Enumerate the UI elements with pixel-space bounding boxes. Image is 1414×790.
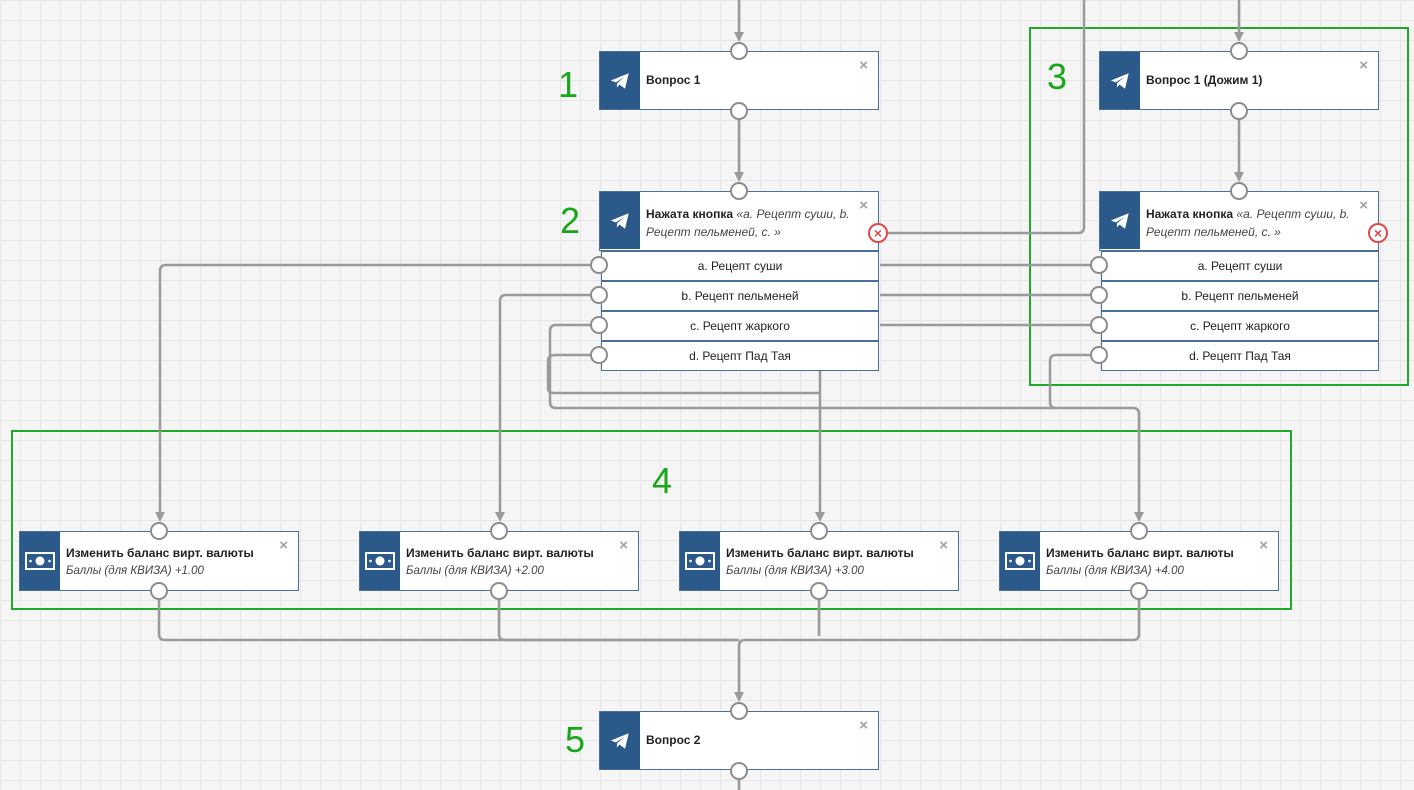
- node-title: Изменить баланс вирт. валюты: [726, 546, 914, 560]
- money-icon: [20, 532, 60, 590]
- close-icon[interactable]: ×: [939, 537, 948, 554]
- input-port[interactable]: [810, 522, 828, 540]
- node-description: Баллы (для КВИЗА) +4.00: [1046, 565, 1184, 577]
- node-title: Изменить баланс вирт. валюты: [66, 546, 254, 560]
- node-title: Изменить баланс вирт. валюты: [1046, 546, 1234, 560]
- output-port[interactable]: [730, 762, 748, 780]
- wire-option-c: [548, 323, 1144, 522]
- input-port[interactable]: [150, 522, 168, 540]
- output-port[interactable]: [730, 102, 748, 120]
- group-number-1: 1: [558, 64, 579, 105]
- button-pressed-followup-node[interactable]: Нажата кнопка «a. Рецепт суши, b. Рецепт…: [1099, 191, 1379, 251]
- close-icon[interactable]: ×: [1359, 197, 1368, 214]
- question-1-followup-node[interactable]: Вопрос 1 (Дожим 1) ×: [1099, 51, 1379, 110]
- group-number-4: 4: [652, 460, 673, 501]
- node-title: Вопрос 1 (Дожим 1): [1146, 73, 1263, 87]
- telegram-icon: [1100, 192, 1140, 249]
- followup-option-c-row[interactable]: c. Рецепт жаркого: [1101, 311, 1379, 341]
- option-a-row[interactable]: a. Рецепт суши: [601, 251, 879, 281]
- node-description: «a. Рецепт суши, b. Рецепт пельменей, c.…: [1146, 207, 1350, 239]
- money-icon: [360, 532, 400, 590]
- followup-option-b-row[interactable]: b. Рецепт пельменей: [1101, 281, 1379, 311]
- node-description: Баллы (для КВИЗА) +3.00: [726, 565, 864, 577]
- option-a-port[interactable]: [1090, 256, 1108, 274]
- close-icon[interactable]: ×: [859, 717, 868, 734]
- option-b-row[interactable]: b. Рецепт пельменей: [601, 281, 879, 311]
- option-c-port[interactable]: [1090, 316, 1108, 334]
- option-d-port[interactable]: [590, 346, 608, 364]
- node-description: Баллы (для КВИЗА) +1.00: [66, 565, 204, 577]
- wire-option-b: [495, 293, 598, 522]
- question-1-node[interactable]: Вопрос 1 ×: [599, 51, 879, 110]
- wire-option-a: [155, 263, 598, 522]
- input-port[interactable]: [730, 182, 748, 200]
- node-title: Вопрос 2: [646, 733, 701, 747]
- group-frame-3: [1029, 27, 1409, 386]
- close-icon[interactable]: ×: [859, 197, 868, 214]
- node-description: Баллы (для КВИЗА) +2.00: [406, 565, 544, 577]
- close-icon[interactable]: ×: [1359, 57, 1368, 74]
- option-c-row[interactable]: c. Рецепт жаркого: [601, 311, 879, 341]
- option-b-port[interactable]: [1090, 286, 1108, 304]
- group-number-3: 3: [1047, 56, 1068, 97]
- option-c-port[interactable]: [590, 316, 608, 334]
- node-title: Вопрос 1: [646, 73, 701, 87]
- money-icon: [680, 532, 720, 590]
- close-icon[interactable]: ×: [859, 57, 868, 74]
- money-icon: [1000, 532, 1040, 590]
- telegram-icon: [1100, 52, 1140, 109]
- output-port[interactable]: [150, 582, 168, 600]
- node-description: «a. Рецепт суши, b. Рецепт пельменей, c.…: [646, 207, 850, 239]
- input-port[interactable]: [1230, 42, 1248, 60]
- close-icon[interactable]: ×: [1259, 537, 1268, 554]
- option-d-port[interactable]: [1090, 346, 1108, 364]
- output-port[interactable]: [490, 582, 508, 600]
- close-icon[interactable]: ×: [279, 537, 288, 554]
- option-a-port[interactable]: [590, 256, 608, 274]
- followup-option-a-row[interactable]: a. Рецепт суши: [1101, 251, 1379, 281]
- input-port[interactable]: [1130, 522, 1148, 540]
- close-icon[interactable]: ×: [619, 537, 628, 554]
- button-pressed-node[interactable]: Нажата кнопка «a. Рецепт суши, b. Рецепт…: [599, 191, 879, 251]
- group-number-2: 2: [560, 200, 581, 241]
- option-d-row[interactable]: d. Рецепт Пад Тая: [601, 341, 879, 371]
- node-title: Нажата кнопка: [1146, 207, 1234, 221]
- node-title: Нажата кнопка: [646, 207, 734, 221]
- output-port[interactable]: [1130, 582, 1148, 600]
- wire-balance-2-out: [497, 600, 739, 642]
- telegram-icon: [600, 52, 640, 109]
- telegram-icon: [600, 192, 640, 249]
- option-b-port[interactable]: [590, 286, 608, 304]
- input-port[interactable]: [730, 702, 748, 720]
- error-port-icon[interactable]: ×: [868, 223, 888, 243]
- input-port[interactable]: [730, 42, 748, 60]
- input-port[interactable]: [490, 522, 508, 540]
- output-port[interactable]: [810, 582, 828, 600]
- wire-followup-option-d: [1048, 353, 1098, 410]
- followup-option-d-row[interactable]: d. Рецепт Пад Тая: [1101, 341, 1379, 371]
- input-port[interactable]: [1230, 182, 1248, 200]
- telegram-icon: [600, 712, 640, 769]
- error-port-icon[interactable]: ×: [1368, 223, 1388, 243]
- wire-balance-1-out: [157, 600, 739, 642]
- wire-balance-4-out: [734, 600, 1141, 702]
- node-title: Изменить баланс вирт. валюты: [406, 546, 594, 560]
- output-port[interactable]: [1230, 102, 1248, 120]
- wire-error-to-followup: [888, 0, 1086, 235]
- group-number-5: 5: [565, 719, 586, 760]
- wire-option-d: [546, 353, 820, 395]
- question-2-node[interactable]: Вопрос 2 ×: [599, 711, 879, 770]
- group-frame-4: [11, 430, 1292, 610]
